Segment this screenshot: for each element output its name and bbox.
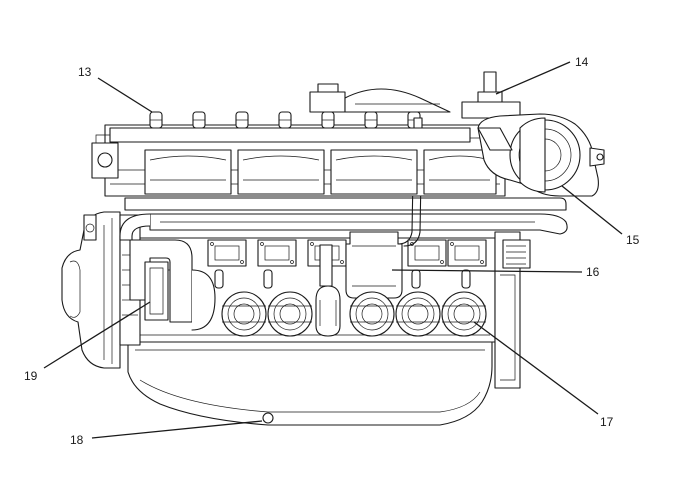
callout-14: 14: [575, 55, 589, 69]
callout-15: 15: [626, 233, 640, 247]
leader-19: [43, 301, 151, 369]
left-elbow-pipe: [129, 239, 193, 323]
callout-13: 13: [78, 65, 92, 79]
intake-manifold: [109, 127, 471, 143]
leader-14: [495, 61, 571, 95]
callout-18: 18: [70, 433, 84, 447]
crankcase-covers: [221, 291, 487, 337]
leader-15: [561, 185, 623, 235]
callout-16: 16: [586, 265, 600, 279]
coolant-pipe-lower: [149, 213, 568, 235]
leader-18: [91, 420, 263, 439]
intake-housing: [309, 91, 346, 113]
lifting-eye: [483, 71, 497, 93]
oil-pan: [127, 341, 493, 426]
coolant-pipe-upper: [124, 197, 567, 211]
leader-17: [473, 321, 599, 415]
callout-19: 19: [24, 369, 38, 383]
leader-16: [391, 269, 583, 273]
drain-plug: [262, 412, 274, 424]
engine-line-drawing: [61, 71, 605, 426]
breather-canister: [315, 285, 341, 337]
callout-17: 17: [600, 415, 614, 429]
filter-housing: [345, 231, 403, 299]
leader-13: [97, 77, 153, 113]
exhaust-port-row: [207, 239, 487, 267]
turbocharger: [477, 113, 605, 197]
callout-labels: 13 14 15 16 17 18 19: [24, 55, 640, 447]
callout-leaders: [43, 61, 623, 439]
